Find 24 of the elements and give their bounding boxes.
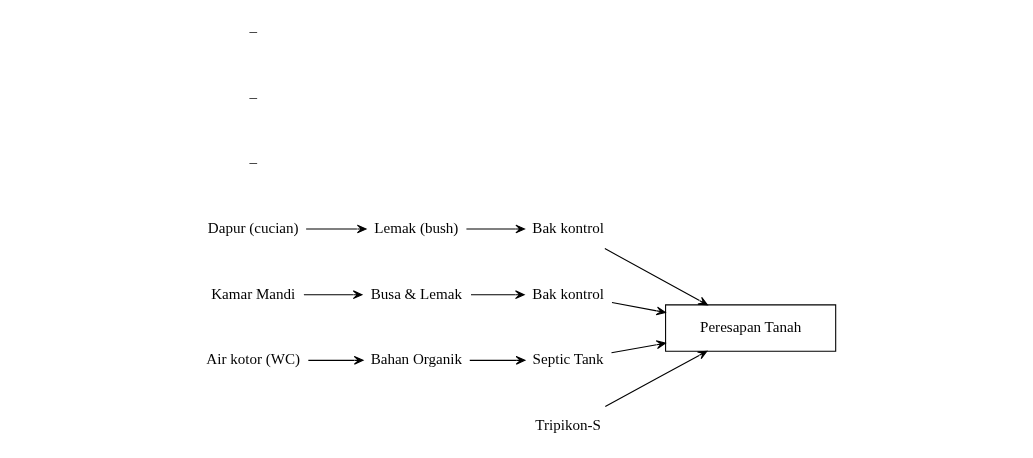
node-text: Bahan Organik: [370, 351, 462, 368]
node-text: Bak kontrol: [531, 219, 604, 236]
arrow: [305, 224, 367, 234]
node-text: Busa & Lemak: [370, 285, 462, 302]
node-text: Dapur (cucian): [207, 219, 299, 236]
arrow: [469, 290, 525, 300]
node-text: Tripikon-S: [534, 417, 601, 434]
node-box: Peresapan Tanah: [664, 304, 836, 352]
label: –: [248, 22, 257, 39]
arrow: [610, 302, 666, 316]
label: –: [248, 154, 257, 171]
arrow: [603, 248, 708, 306]
arrow: [604, 350, 707, 407]
arrow: [307, 355, 364, 365]
node-text: Air kotor (WC): [205, 351, 300, 368]
arrow: [465, 224, 525, 234]
node-text: Bak kontrol: [531, 285, 604, 302]
label: –: [248, 88, 257, 105]
arrow: [468, 355, 525, 365]
node-text: Septic Tank: [532, 351, 604, 368]
node-text: Kamar Mandi: [210, 285, 295, 302]
node-text: Lemak (bush): [373, 219, 458, 236]
arrow: [302, 290, 362, 300]
arrow: [610, 340, 666, 354]
